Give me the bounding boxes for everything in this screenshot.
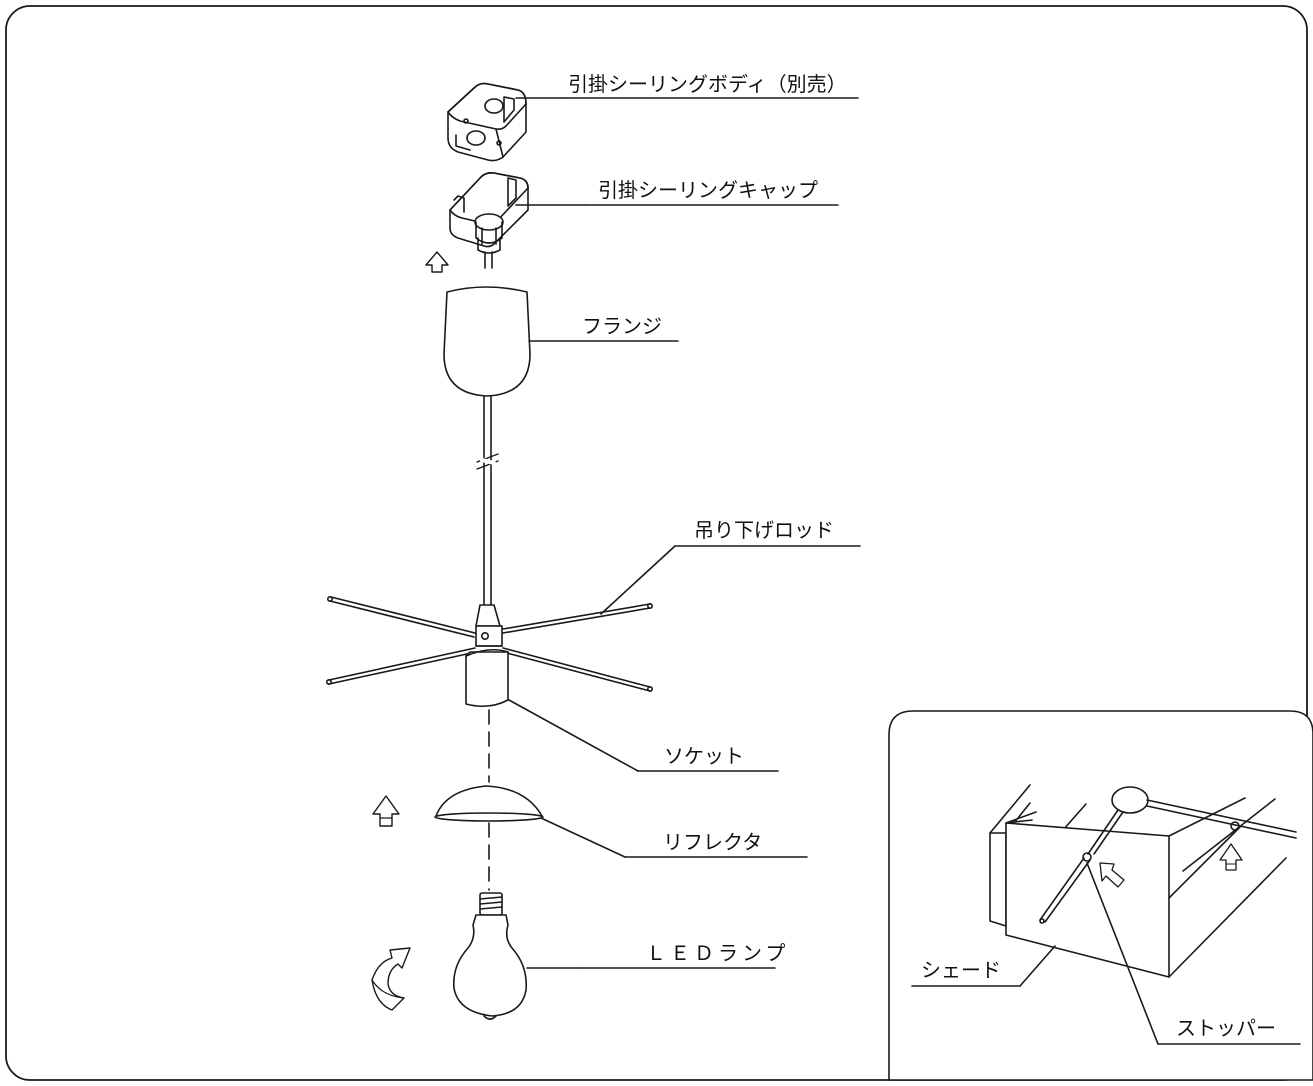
diagonal-arrow-icon — [1099, 862, 1125, 888]
socket-part — [465, 604, 509, 708]
shade-wires — [325, 595, 653, 692]
label-led-lamp: ＬＥＤランプ — [646, 941, 789, 965]
ceiling-cap-part — [449, 172, 529, 269]
label-shade: シェード — [921, 958, 1001, 982]
label-socket: ソケット — [664, 744, 744, 768]
label-ceiling-body: 引掛シーリングボディ（別売） — [568, 72, 847, 96]
label-flange: フランジ — [582, 314, 662, 338]
rotate-arrow-icon — [371, 947, 411, 1011]
up-arrow-icon — [372, 795, 400, 827]
label-rod: 吊り下げロッド — [694, 518, 834, 542]
inset-detail: シェード ストッパー — [888, 710, 1313, 1081]
leader-reflector — [540, 817, 626, 858]
led-lamp-part — [452, 892, 528, 1020]
label-stopper: ストッパー — [1176, 1016, 1276, 1040]
leader-stopper — [1086, 862, 1159, 1045]
up-arrow-icon — [425, 251, 449, 273]
label-ceiling-cap: 引掛シーリングキャップ — [598, 178, 818, 202]
ceiling-body-part — [447, 82, 527, 162]
leader-shade — [1019, 945, 1056, 987]
reflector-part — [434, 785, 544, 822]
leader-socket — [508, 699, 639, 772]
label-reflector: リフレクタ — [663, 830, 762, 854]
rod-part — [476, 395, 499, 606]
leader-rod — [600, 545, 676, 615]
up-arrow-icon — [1219, 843, 1243, 871]
outer-frame — [5, 5, 1308, 1081]
flange-part — [443, 286, 531, 397]
